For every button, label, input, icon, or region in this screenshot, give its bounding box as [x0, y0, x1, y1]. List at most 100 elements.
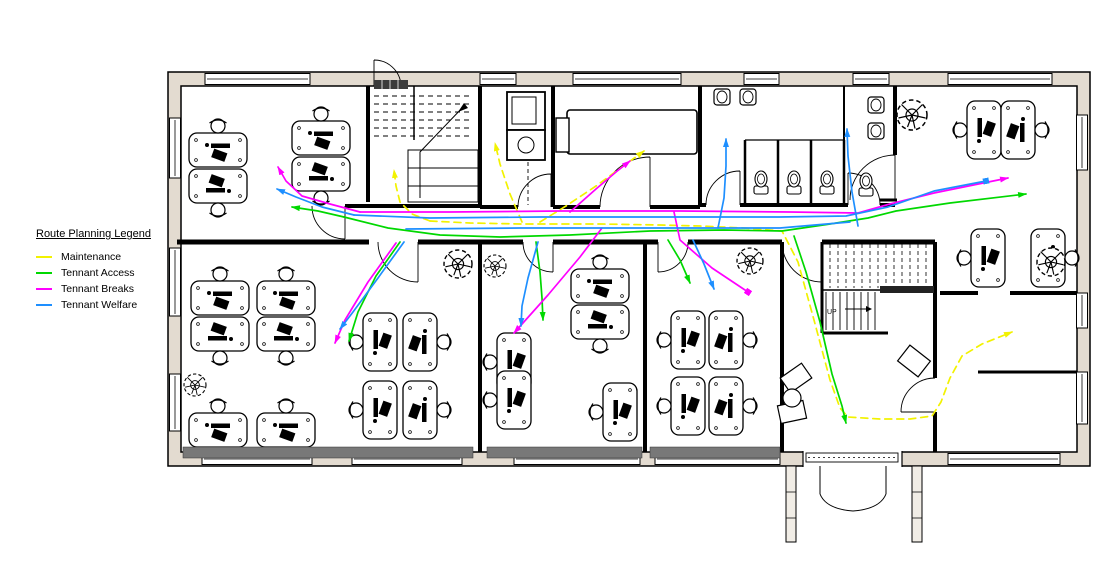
route-welfare: [844, 128, 859, 227]
route-breaks: [569, 160, 631, 213]
workstation: [708, 310, 758, 370]
route-breaks: [334, 242, 397, 344]
route-maintenance: [429, 220, 1013, 420]
workstation: [1000, 100, 1050, 160]
legend-item-label: Tennant Breaks: [61, 283, 134, 295]
basin: [867, 122, 885, 140]
workstation: [291, 106, 351, 156]
entrance-pillar-left: [785, 465, 797, 543]
route-access: [343, 191, 1027, 238]
workstation: [190, 316, 250, 366]
workstation: [348, 380, 398, 440]
toilet: [819, 170, 835, 195]
workstation: [656, 376, 706, 436]
staircase-north: [374, 86, 479, 203]
route-breaks: [673, 211, 753, 297]
route-maintenance: [392, 169, 431, 222]
workstation: [402, 312, 452, 372]
workstation: [256, 266, 316, 316]
workstation: [256, 398, 316, 448]
route-breaks: [513, 227, 603, 334]
workstation: [291, 156, 351, 206]
staircase-south: UP: [822, 244, 935, 330]
workstation: [708, 376, 758, 436]
entrance-pillar-right: [911, 465, 923, 543]
breaks-swatch: [36, 288, 52, 290]
workstation: [570, 254, 630, 304]
route-breaks: [277, 166, 361, 213]
plant: [736, 247, 764, 275]
door-office-sw: [377, 241, 419, 283]
entrance-threshold: [805, 452, 899, 463]
plant: [183, 373, 207, 397]
toilet: [753, 170, 769, 195]
door-kitchen: [517, 173, 552, 208]
door-office-ne: [849, 154, 896, 201]
toilet: [858, 172, 874, 197]
plant: [443, 249, 473, 279]
basin: [739, 88, 757, 106]
wc-fixtures: [713, 88, 885, 197]
access-swatch: [36, 272, 52, 274]
workstation: [190, 266, 250, 316]
route-welfare: [276, 188, 355, 216]
route-maintenance: [493, 142, 523, 223]
route-welfare: [717, 138, 729, 229]
storage-cabinet: [555, 117, 570, 153]
workstation: [482, 370, 532, 430]
kitchen-unit: [506, 91, 546, 205]
workstation: [570, 304, 630, 354]
entrance-double-doors: [819, 466, 887, 512]
workstation: [656, 310, 706, 370]
legend-item-maintenance: Maintenance: [36, 251, 151, 263]
stair-up-label: UP: [827, 309, 837, 316]
route-access: [535, 241, 546, 321]
radiator-strips: [182, 446, 781, 459]
building-shell: [167, 71, 1091, 467]
legend-item-label: Maintenance: [61, 251, 122, 263]
route-welfare: [339, 241, 405, 330]
door-corridor-west: [311, 205, 346, 240]
meeting-table: [566, 109, 698, 155]
door-wc-left: [705, 170, 741, 206]
workstation: [188, 168, 248, 218]
route-welfare: [353, 177, 990, 219]
workstation: [348, 312, 398, 372]
workstation: [956, 228, 1006, 288]
workstation: [256, 316, 316, 366]
exterior-windows: [169, 73, 1088, 465]
maintenance-swatch: [36, 256, 52, 258]
exterior-door-mat: [374, 80, 408, 89]
route-welfare: [518, 241, 539, 327]
legend-item-breaks: Tennant Breaks: [36, 283, 151, 295]
workstation: [952, 100, 1002, 160]
lobby-furniture: [776, 344, 932, 425]
plant: [1036, 247, 1066, 277]
workstation: [188, 118, 248, 168]
legend-item-label: Tennant Welfare: [61, 299, 138, 311]
route-overlay: [276, 128, 1027, 424]
toilet: [786, 170, 802, 195]
main-entrance: [785, 451, 923, 543]
route-welfare: [692, 239, 715, 290]
route-access: [667, 239, 691, 284]
interior-walls: [177, 86, 1077, 452]
workstation: [588, 382, 638, 442]
route-planning-legend: Route Planning Legend Maintenance Tennan…: [36, 228, 151, 315]
legend-item-welfare: Tennant Welfare: [36, 299, 151, 311]
door-room-se: [900, 377, 936, 413]
legend-item-access: Tennant Access: [36, 267, 151, 279]
basin: [867, 96, 885, 114]
legend-title: Route Planning Legend: [36, 228, 151, 240]
plant: [896, 99, 928, 131]
welfare-swatch: [36, 304, 52, 306]
route-welfare: [405, 221, 851, 230]
wc-stall-walls: [743, 86, 846, 203]
route-access: [793, 235, 848, 424]
basin: [713, 88, 731, 106]
plant: [483, 254, 507, 278]
legend-item-label: Tennant Access: [61, 267, 135, 279]
route-access: [291, 205, 345, 218]
